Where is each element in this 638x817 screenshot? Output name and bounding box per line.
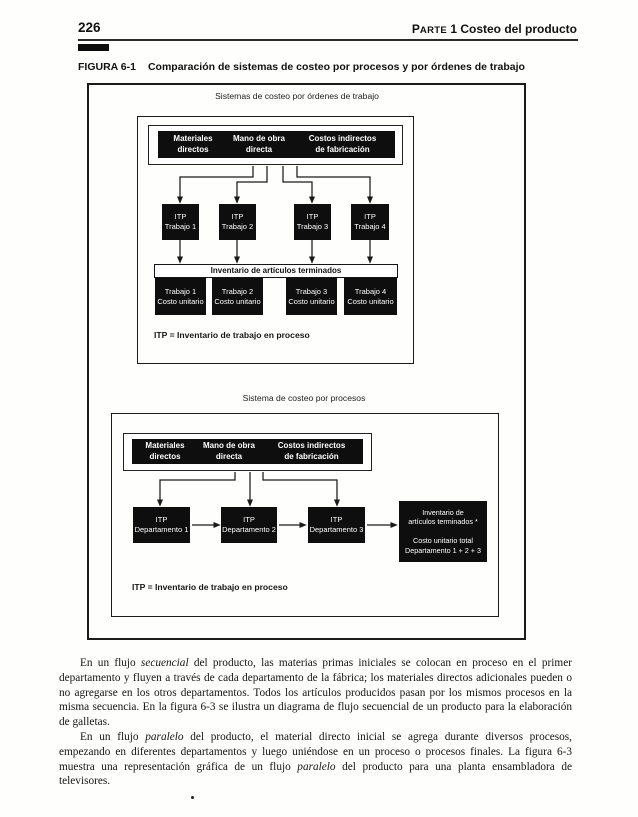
- job-order-input-bar: Materiales directos Mano de obra directa…: [158, 131, 395, 158]
- body-text: En un flujo secuencial del producto, las…: [59, 656, 572, 789]
- wip-job-4-box: ITP Trabajo 4: [351, 204, 389, 240]
- wip-dept-1-box: ITP Departamento 1: [133, 507, 190, 543]
- input-direct-materials: Materiales directos: [145, 441, 185, 461]
- unit-cost-job-2-box: Trabajo 2 Costo unitario: [212, 278, 263, 315]
- job-order-diagram-title: Sistemas de costeo por órdenes de trabaj…: [215, 91, 379, 101]
- job-order-connector-arrows-svg: [176, 166, 374, 264]
- paragraph-sequential-flow: En un flujo secuencial del producto, las…: [59, 657, 573, 729]
- input-overhead: Costos indirectos de fabricación: [308, 134, 377, 154]
- finished-goods-output-box: Inventario de artículos terminados * Cos…: [399, 501, 487, 562]
- unit-cost-job-4-box: Trabajo 4 Costo unitario: [344, 278, 397, 315]
- wip-dept-2-box: ITP Departamento 2: [221, 507, 277, 543]
- part-small-caps: ARTE: [419, 25, 447, 36]
- finished-goods-banner: Inventario de artículos terminados: [154, 264, 398, 278]
- unit-cost-job-1-box: Trabajo 1 Costo unitario: [155, 278, 206, 315]
- wip-job-2-box: ITP Trabajo 2: [219, 204, 256, 240]
- figure-title: Comparación de sistemas de costeo por pr…: [147, 61, 525, 73]
- part-title: 1 Costeo del producto: [446, 22, 577, 36]
- running-head: PARTE 1 Costeo del producto: [412, 22, 577, 36]
- process-connector-arrows-svg: [156, 472, 398, 529]
- process-input-bar: Materiales directos Mano de obra directa…: [132, 439, 363, 464]
- unit-cost-job-3-box: Trabajo 3 Costo unitario: [286, 278, 337, 315]
- header-black-tab: [78, 44, 109, 51]
- wip-job-3-box: ITP Trabajo 3: [294, 204, 331, 240]
- input-direct-labor: Mano de obra directa: [202, 441, 255, 461]
- wip-dept-3-box: ITP Departamento 3: [308, 507, 365, 543]
- header-rule: [78, 39, 578, 41]
- input-overhead: Costos indirectos de fabricación: [277, 441, 346, 461]
- paragraph-parallel-flow: En un flujo paralelo del producto, el ma…: [59, 730, 573, 788]
- figure-caption: FIGURA 6-1 Comparación de sistemas de cos…: [78, 61, 525, 73]
- input-direct-labor: Mano de obra directa: [232, 134, 285, 154]
- part-initial: P: [411, 22, 420, 36]
- process-itp-note: ITP = Inventario de trabajo en proceso: [132, 582, 288, 592]
- stray-print-mark: [191, 796, 194, 799]
- page-number: 226: [78, 20, 101, 35]
- process-diagram-title: Sistema de costeo por procesos: [242, 393, 366, 403]
- wip-job-1-box: ITP Trabajo 1: [162, 204, 199, 240]
- job-order-itp-note: ITP = Inventario de trabajo en proceso: [154, 330, 310, 340]
- figure-label: FIGURA 6-1: [78, 61, 136, 73]
- input-direct-materials: Materiales directos: [173, 134, 213, 154]
